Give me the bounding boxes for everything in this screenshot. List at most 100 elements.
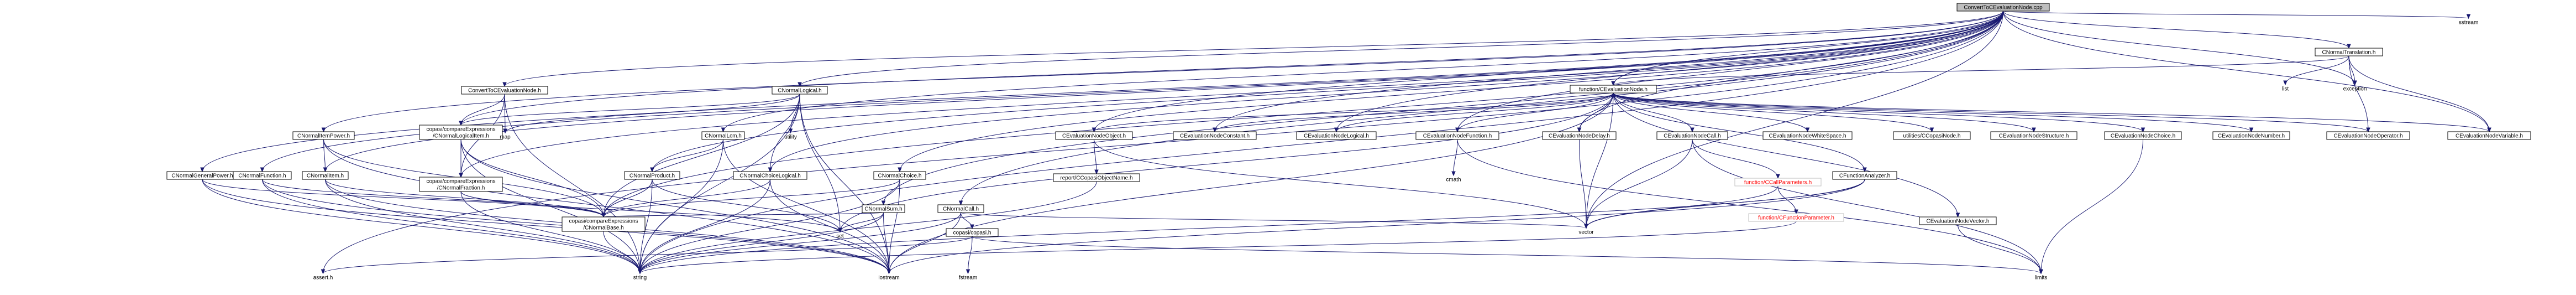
- node-label: CNormalFunction.h: [238, 173, 286, 179]
- node-CEvaluationNodeLogical-h[interactable]: CEvaluationNodeLogical.h: [1296, 131, 1377, 140]
- node-box: [1053, 173, 1140, 182]
- node-CNormalSum-h[interactable]: CNormalSum.h: [862, 204, 905, 213]
- node-CNormalGeneralPower-h[interactable]: CNormalGeneralPower.h: [166, 171, 238, 180]
- node-box: [1570, 85, 1657, 94]
- edge-CNormalProduct_h-to-string: [639, 179, 653, 274]
- node-exception[interactable]: exception: [2343, 86, 2367, 92]
- node-map[interactable]: map: [500, 134, 511, 141]
- edge-arrowhead: [768, 167, 773, 173]
- node-report-CCopasiObjectName-h[interactable]: report/CCopasiObjectName.h: [1053, 173, 1140, 182]
- node-box: [733, 171, 807, 180]
- node-CNormalTranslation-h[interactable]: CNormalTranslation.h: [2315, 48, 2383, 56]
- node-CNormalProduct-h[interactable]: CNormalProduct.h: [624, 171, 680, 180]
- node-CFunctionAnalyzer-h[interactable]: CFunctionAnalyzer.h: [1832, 171, 1897, 180]
- node-CEvaluationNodeConstant-h[interactable]: CEvaluationNodeConstant.h: [1173, 131, 1257, 140]
- node-root[interactable]: ConvertToCEvaluationNode.cpp: [1956, 3, 2050, 12]
- node-box: [233, 171, 292, 180]
- node-cmath[interactable]: cmath: [1446, 177, 1461, 183]
- node-CEvaluationNodeStructure-h[interactable]: CEvaluationNodeStructure.h: [1990, 131, 2077, 140]
- edge-root-to-CNormalProduct_h: [652, 11, 2003, 172]
- node-list[interactable]: list: [2282, 86, 2289, 92]
- node-CNormalChoice-h[interactable]: CNormalChoice.h: [873, 171, 926, 180]
- node-fstream[interactable]: fstream: [959, 275, 977, 281]
- node-box: [419, 177, 503, 192]
- node-CNormalItemPower-h[interactable]: CNormalItemPower.h: [292, 131, 355, 140]
- edge-arrowhead: [1094, 169, 1099, 175]
- edge-arrowhead: [1334, 127, 1339, 133]
- node-assert-h[interactable]: assert.h: [313, 275, 333, 281]
- node-label: CEvaluationNodeCall.h: [1664, 133, 1720, 139]
- node-label: copasi/compareExpressions/CNormalBase.h: [569, 219, 638, 231]
- node-function-CFunctionParameter-h[interactable]: function/CFunctionParameter.h: [1748, 213, 1844, 222]
- edge-arrowhead: [638, 269, 642, 275]
- node-utility[interactable]: utility: [784, 134, 797, 141]
- edge-root-to-CNormalFraction_h: [460, 11, 2003, 178]
- edge-CEvaluationNodeCall_h-to-vector: [1586, 139, 1693, 229]
- node-label: ConvertToCEvaluationNode.h: [468, 88, 541, 94]
- node-CNormalBase-h[interactable]: copasi/compareExpressions/CNormalBase.h: [562, 216, 646, 232]
- edge-CNormalTranslation_h-to-CEvaluationNodeVariable_h: [2348, 55, 2490, 132]
- node-CEvaluationNodeChoice-h[interactable]: CEvaluationNodeChoice.h: [2104, 131, 2182, 140]
- node-CEvaluationNodeFunction-h[interactable]: CEvaluationNodeFunction.h: [1415, 131, 1499, 140]
- edge-CNormalGeneralPower_h-to-iostream: [202, 179, 889, 274]
- node-box: [2104, 131, 2182, 140]
- node-label: CNormalProduct.h: [629, 173, 675, 179]
- node-label: CFunctionAnalyzer.h: [1839, 173, 1890, 179]
- node-box: [701, 131, 745, 140]
- edge-copasi_h-to-limits: [972, 236, 2042, 274]
- edge-function_CEvaluationNode_h-to-vector: [1586, 92, 1614, 229]
- edge-root-to-CNormalItem_h: [325, 11, 2003, 172]
- node-box: [1919, 216, 1997, 225]
- edge-root-to-ConvertToCEvaluationNode_h: [504, 11, 2003, 87]
- edge-arrowhead: [1451, 171, 1456, 177]
- node-CNormalChoiceLogical-h[interactable]: CNormalChoiceLogical.h: [733, 171, 807, 180]
- node-set[interactable]: set: [836, 234, 844, 240]
- node-CEvaluationNodeDelay-h[interactable]: CEvaluationNodeDelay.h: [1542, 131, 1617, 140]
- node-iostream[interactable]: iostream: [878, 275, 899, 281]
- edge-CNormalBase_h-to-string: [603, 231, 641, 274]
- edge-function_CEvaluationNode_h-to-CEvaluationNodeObject_h: [1094, 92, 1614, 132]
- node-CEvaluationNodeNumber-h[interactable]: CEvaluationNodeNumber.h: [2212, 131, 2290, 140]
- node-CNormalLogicalItem-h[interactable]: copasi/compareExpressions/CNormalLogical…: [419, 125, 503, 140]
- node-label: function/CEvaluationNode.h: [1579, 87, 1648, 93]
- node-limits[interactable]: limits: [2035, 275, 2048, 281]
- node-label: list: [2282, 86, 2289, 92]
- node-ConvertToCEvaluationNode-h[interactable]: ConvertToCEvaluationNode.h: [461, 86, 548, 95]
- node-CNormalLcm-h[interactable]: CNormalLcm.h: [701, 131, 745, 140]
- node-utilities-CCopasiNode-h[interactable]: utilities/CCopasiNode.h: [1893, 131, 1971, 140]
- node-label: utility: [784, 134, 797, 141]
- node-vector[interactable]: vector: [1578, 230, 1594, 236]
- node-CEvaluationNodeWhiteSpace-h[interactable]: CEvaluationNodeWhiteSpace.h: [1762, 131, 1853, 140]
- edge-ConvertToCEvaluationNode_h-to-string: [504, 94, 641, 274]
- node-CNormalFunction-h[interactable]: CNormalFunction.h: [233, 171, 292, 180]
- node-CEvaluationNodeVariable-h[interactable]: CEvaluationNodeVariable.h: [2447, 131, 2531, 140]
- edge-root-to-CNormalLcm_h: [723, 11, 2003, 132]
- node-function-CEvaluationNode-h[interactable]: function/CEvaluationNode.h: [1570, 85, 1657, 94]
- node-CEvaluationNodeVector-h[interactable]: CEvaluationNodeVector.h: [1919, 216, 1997, 225]
- node-CEvaluationNodeOperator-h[interactable]: CEvaluationNodeOperator.h: [2326, 131, 2410, 140]
- node-box: [1173, 131, 1257, 140]
- node-CNormalCall-h[interactable]: CNormalCall.h: [937, 204, 984, 213]
- node-CNormalLogical-h[interactable]: CNormalLogical.h: [772, 86, 828, 95]
- node-copasi-h[interactable]: copasi/copasi.h: [946, 228, 999, 237]
- node-box: [862, 204, 905, 213]
- edge-arrowhead: [966, 269, 970, 275]
- edge-root-to-assert_h: [323, 11, 2003, 274]
- edge-arrowhead: [2249, 127, 2254, 133]
- edge-arrowhead: [1955, 213, 1960, 218]
- edge-arrowhead: [1213, 127, 1217, 133]
- node-function-CCallParameters-h[interactable]: function/CCallParameters.h: [1734, 178, 1822, 187]
- edge-arrowhead: [788, 128, 793, 134]
- node-CEvaluationNodeCall-h[interactable]: CEvaluationNodeCall.h: [1656, 131, 1728, 140]
- node-label: CNormalItemPower.h: [297, 133, 350, 139]
- edge-CEvaluationNodeDelay_h-to-function_CEvaluationNode_h: [1579, 92, 1614, 132]
- node-sstream[interactable]: sstream: [2459, 20, 2479, 26]
- node-label: vector: [1578, 230, 1594, 236]
- node-label: CEvaluationNodeObject.h: [1062, 133, 1126, 139]
- node-string[interactable]: string: [633, 275, 647, 281]
- edge-function_CEvaluationNode_h-to-CEvaluationNodeVariable_h: [1613, 92, 2490, 132]
- node-CNormalItem-h[interactable]: CNormalItem.h: [302, 171, 349, 180]
- node-CNormalFraction-h[interactable]: copasi/compareExpressions/CNormalFractio…: [419, 177, 503, 192]
- node-CEvaluationNodeObject-h[interactable]: CEvaluationNodeObject.h: [1055, 131, 1133, 140]
- edge-arrowhead: [459, 173, 463, 178]
